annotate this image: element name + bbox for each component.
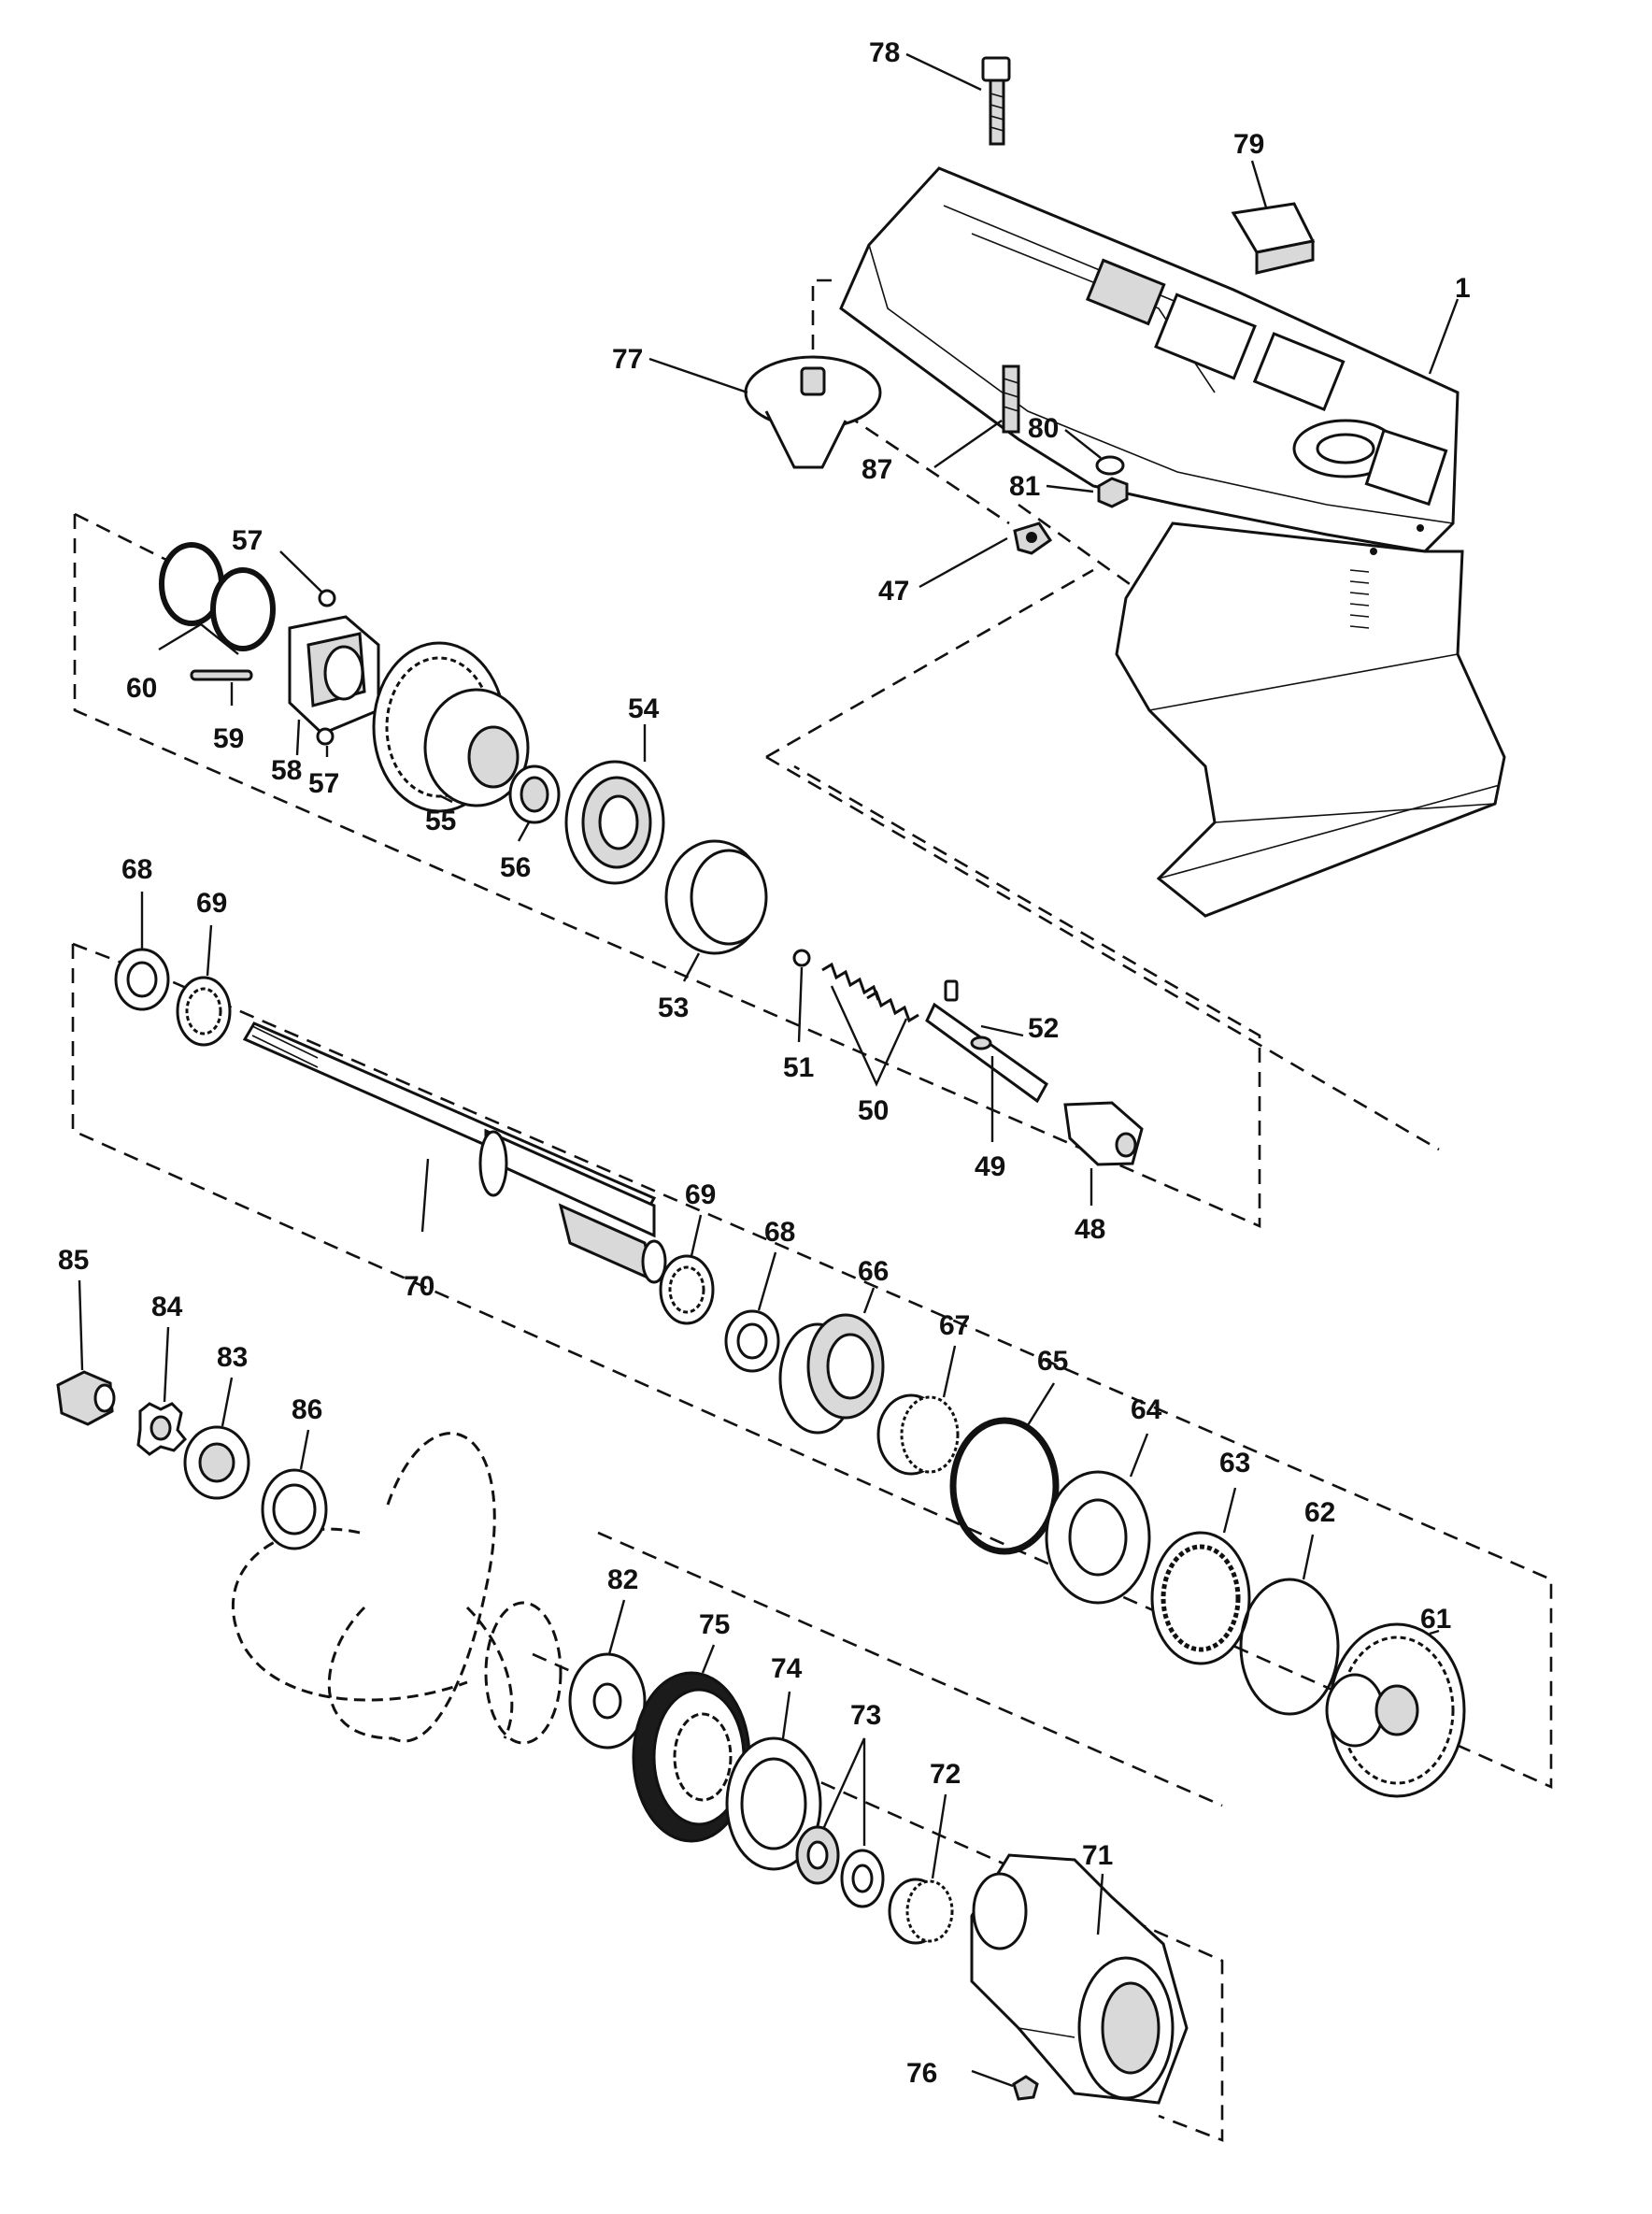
stud-part-87: [1002, 364, 1020, 434]
ball-bearing-part-75: [632, 1671, 751, 1843]
callout-72: 72: [930, 1759, 961, 1790]
callout-51: 51: [783, 1052, 814, 1083]
callout-63: 63: [1219, 1448, 1250, 1478]
callout-83: 83: [217, 1342, 248, 1373]
cam-follower-part-49: [925, 1002, 1048, 1104]
bearing-race-part-53: [664, 839, 768, 955]
tab-washer-part-84: [136, 1402, 188, 1456]
callout-67: 67: [939, 1310, 970, 1341]
needle-bearing-part-67: [876, 1393, 960, 1476]
clutch-hub-part-66: [778, 1313, 885, 1435]
callout-73: 73: [850, 1700, 881, 1731]
callout-87: 87: [862, 454, 892, 485]
callout-76: 76: [906, 2058, 937, 2089]
seals-part-73: [795, 1825, 885, 1908]
callout-58: 58: [271, 755, 302, 786]
shift-cam-part-48: [1063, 1101, 1144, 1166]
tab-washer-part-74: [725, 1736, 822, 1871]
callout-69b: 69: [685, 1179, 716, 1210]
callout-80: 80: [1028, 413, 1059, 444]
callout-62: 62: [1304, 1497, 1335, 1528]
anode-part-79: [1231, 202, 1316, 275]
thrust-bearing-part-63: [1150, 1531, 1251, 1665]
thrust-washer-part-64: [1045, 1470, 1151, 1605]
washer-part-86: [261, 1468, 328, 1550]
o-ring-part-65: [949, 1417, 1060, 1555]
callout-71: 71: [1082, 1840, 1113, 1871]
callout-60: 60: [126, 673, 157, 704]
callout-82: 82: [607, 1564, 638, 1595]
leader-lines: [78, 52, 1460, 2088]
callout-61: 61: [1420, 1604, 1451, 1635]
callout-78: 78: [869, 37, 900, 68]
tapered-bearing-part-54: [564, 760, 665, 885]
washer-part-80: [1095, 455, 1125, 476]
callout-49: 49: [975, 1151, 1005, 1182]
thrust-bearing-part-69-lower: [659, 1254, 715, 1325]
callout-1: 1: [1455, 273, 1471, 304]
callout-55: 55: [425, 806, 456, 836]
callout-70: 70: [404, 1271, 434, 1302]
callout-84: 84: [151, 1292, 183, 1322]
bearing-carrier-part-71: [970, 1853, 1189, 2105]
needle-bearing-part-72: [888, 1878, 954, 1945]
callout-68a: 68: [121, 854, 152, 885]
callout-79: 79: [1233, 129, 1264, 160]
shim-part-62: [1239, 1578, 1340, 1716]
callout-53: 53: [658, 993, 689, 1023]
callout-66: 66: [858, 1256, 889, 1287]
thrust-washer-part-68-lower: [724, 1309, 780, 1373]
propeller-shaft-part-70: [242, 1021, 667, 1284]
callout-74: 74: [771, 1653, 803, 1684]
gear-housing-part-1: [839, 166, 1506, 918]
nut-part-81: [1097, 477, 1129, 508]
callout-75: 75: [699, 1609, 730, 1640]
callout-68b: 68: [764, 1217, 795, 1248]
cross-pin-part-59: [190, 669, 253, 681]
reverse-gear-part-61: [1325, 1622, 1466, 1798]
callout-65: 65: [1037, 1346, 1068, 1377]
callout-69a: 69: [196, 888, 227, 919]
callout-56: 56: [500, 852, 531, 883]
callout-57a: 57: [232, 525, 263, 556]
callout-64: 64: [1131, 1394, 1162, 1425]
nut-part-85: [56, 1370, 116, 1426]
callout-47: 47: [878, 576, 909, 607]
callout-labels: 1 47 48 49 50 51 52 53 54 55 56 57 57 58…: [58, 37, 1471, 2089]
callout-54: 54: [628, 693, 660, 724]
thrust-hub-part-82: [568, 1652, 647, 1750]
callout-85: 85: [58, 1245, 89, 1276]
callout-52: 52: [1028, 1013, 1059, 1044]
ball-part-51: [792, 949, 811, 967]
callout-81: 81: [1009, 471, 1040, 502]
nut-part-47: [1013, 521, 1053, 555]
bolt-part-78: [981, 56, 1011, 146]
retaining-springs-part-60: [159, 542, 276, 651]
spline-washer-part-83: [183, 1425, 250, 1500]
steel-balls-part-57: [316, 589, 336, 746]
roller-bearing-part-56: [508, 764, 561, 824]
trim-tab-part-77: [744, 355, 882, 469]
plug-part-76: [1012, 2075, 1039, 2101]
springs-part-50: [821, 962, 919, 1023]
callout-48: 48: [1075, 1214, 1105, 1245]
callout-86: 86: [292, 1394, 322, 1425]
forward-gear-part-55: [372, 641, 530, 813]
clutch-part-58: [288, 615, 380, 736]
callout-57b: 57: [308, 768, 339, 799]
propeller-outline: [231, 1432, 563, 1745]
pin-part-52: [944, 979, 959, 1002]
thrust-bearing-part-69-upper: [176, 976, 232, 1047]
callout-77: 77: [612, 344, 643, 375]
thrust-washer-part-68-upper: [114, 948, 170, 1011]
callout-59: 59: [213, 723, 244, 754]
callout-50: 50: [858, 1095, 889, 1126]
